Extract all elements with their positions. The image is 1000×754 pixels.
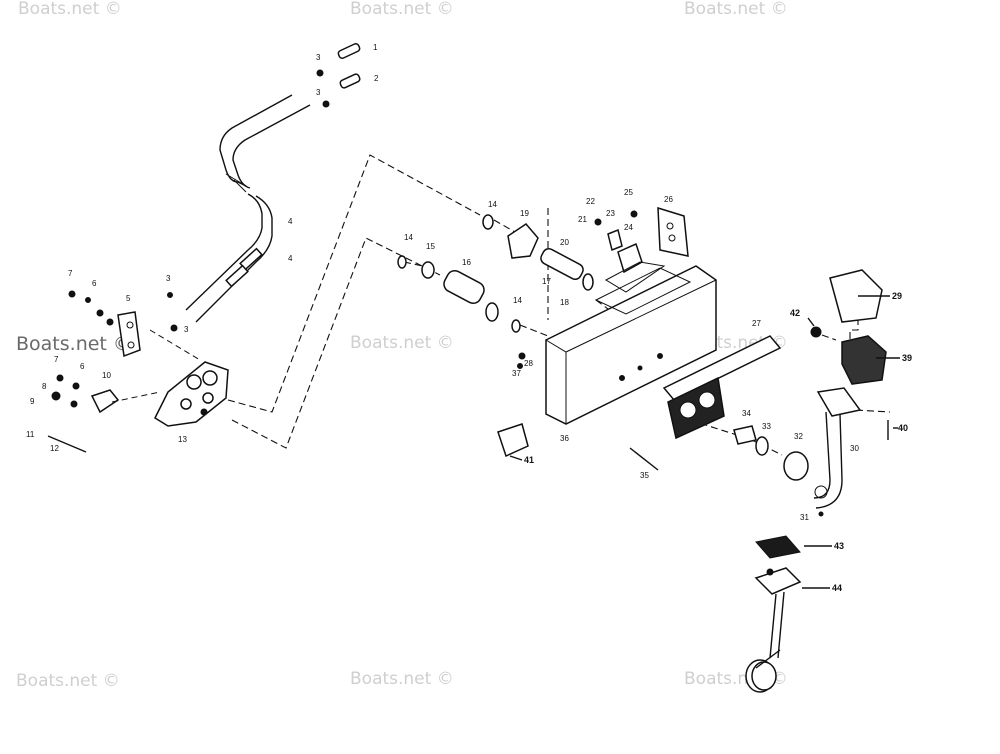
callout-4: 4 <box>288 254 293 263</box>
callout-14: 14 <box>513 296 522 305</box>
callout-15: 15 <box>426 242 435 251</box>
callout-22: 22 <box>586 197 595 206</box>
callout-labels: 1 2 3 3 4 4 3 3 5 6 6 7 7 8 9 10 11 12 1… <box>26 43 912 593</box>
gasket-27 <box>662 335 782 440</box>
callout-37: 37 <box>512 369 521 378</box>
cable-fittings <box>167 42 361 332</box>
callout-10: 10 <box>102 371 111 380</box>
callout-27: 27 <box>752 319 761 328</box>
watermark: Boats.net © <box>16 333 132 355</box>
callout-7: 7 <box>68 269 73 278</box>
callout-25: 25 <box>624 188 633 197</box>
lower-assembly <box>745 535 802 693</box>
callout-3: 3 <box>166 274 171 283</box>
callout-44: 44 <box>832 583 842 593</box>
mounting-plate <box>154 361 229 427</box>
callout-30: 30 <box>850 444 859 453</box>
watermark: Boats.net © <box>684 0 788 19</box>
callout-5: 5 <box>126 294 131 303</box>
callout-34: 34 <box>742 409 751 418</box>
callout-35: 35 <box>640 471 649 480</box>
callout-13: 13 <box>178 435 187 444</box>
callout-23: 23 <box>606 209 615 218</box>
callout-1: 1 <box>373 43 378 52</box>
callout-39: 39 <box>902 353 912 363</box>
callout-29: 29 <box>892 291 902 301</box>
callout-8: 8 <box>42 382 47 391</box>
watermark: Boats.net © <box>350 669 454 689</box>
left-brackets <box>47 290 201 453</box>
callout-36: 36 <box>560 434 569 443</box>
callout-43: 43 <box>834 541 844 551</box>
watermarks: Boats.net © Boats.net © Boats.net © Boat… <box>16 0 788 691</box>
callout-42: 42 <box>790 308 800 318</box>
callout-3: 3 <box>184 325 189 334</box>
callout-14: 14 <box>488 200 497 209</box>
callout-20: 20 <box>560 238 569 247</box>
callout-41: 41 <box>524 455 534 465</box>
callout-11: 11 <box>26 430 35 439</box>
callout-3: 3 <box>316 88 321 97</box>
callout-6: 6 <box>92 279 97 288</box>
callout-28: 28 <box>524 359 533 368</box>
callout-14: 14 <box>404 233 413 242</box>
handle-assembly <box>733 269 889 517</box>
bracket-26 <box>657 206 689 257</box>
callout-4: 4 <box>288 217 293 226</box>
cables <box>185 94 311 323</box>
callout-32: 32 <box>794 432 803 441</box>
callout-12: 12 <box>50 444 59 453</box>
callout-6: 6 <box>80 362 85 371</box>
watermark: Boats.net © <box>350 0 454 19</box>
controls <box>397 210 666 369</box>
callout-9: 9 <box>30 397 35 406</box>
callout-17: 17 <box>542 277 551 286</box>
callout-40: 40 <box>898 423 908 433</box>
watermark: Boats.net © <box>18 0 122 19</box>
callout-21: 21 <box>578 215 587 224</box>
callout-33: 33 <box>762 422 771 431</box>
callout-2: 2 <box>374 74 379 83</box>
callout-leaders <box>509 295 900 589</box>
callout-7: 7 <box>54 355 59 364</box>
watermark: Boats.net © <box>350 333 454 353</box>
callout-19: 19 <box>520 209 529 218</box>
callout-26: 26 <box>664 195 673 204</box>
callout-31: 31 <box>800 513 809 522</box>
callout-3: 3 <box>316 53 321 62</box>
control-box <box>497 265 717 458</box>
callout-24: 24 <box>624 223 633 232</box>
callout-18: 18 <box>560 298 569 307</box>
watermark: Boats.net © <box>16 671 120 691</box>
callout-16: 16 <box>462 258 471 267</box>
pin-35 <box>629 447 659 471</box>
